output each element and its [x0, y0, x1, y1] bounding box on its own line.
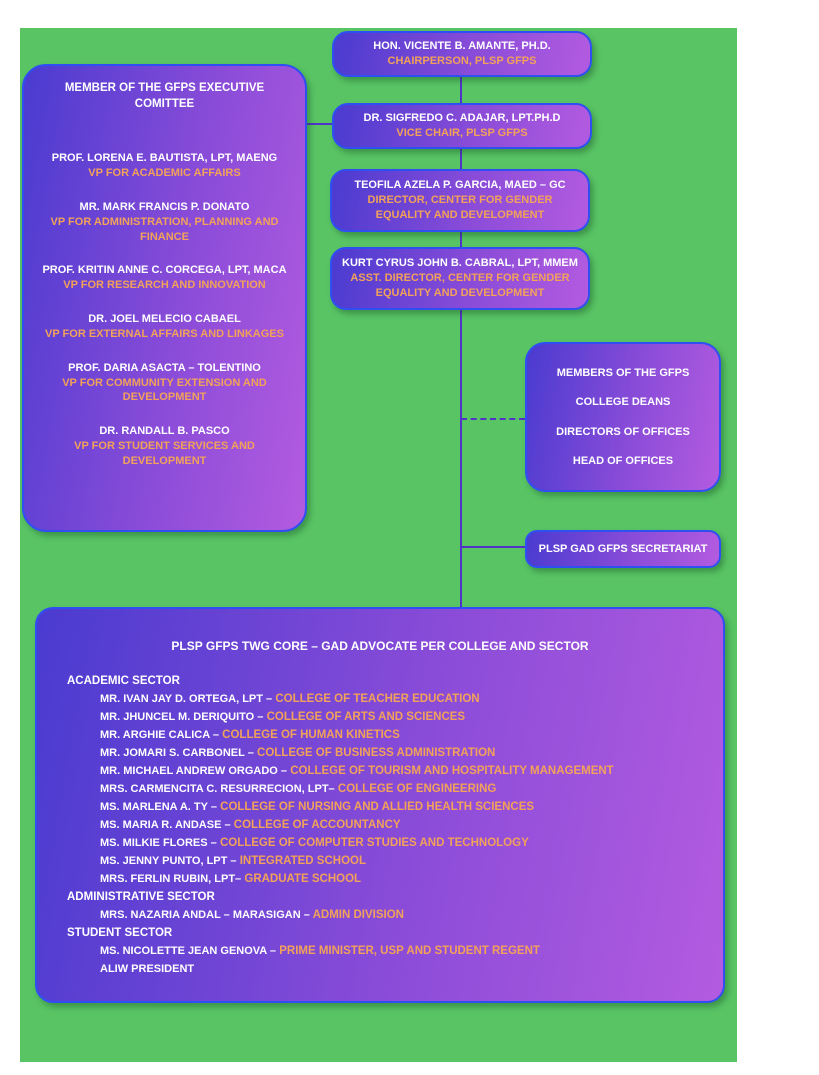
exec-member: PROF. LORENA E. BAUTISTA, LPT, MAENG VP … — [37, 151, 292, 181]
exec-member-name: DR. RANDALL B. PASCO — [99, 425, 230, 438]
vice-chair-node: DR. SIGFREDO C. ADAJAR, LPT.PH.D VICE CH… — [332, 103, 592, 149]
director-title: DIRECTOR, CENTER FOR GENDER EQUALITY AND… — [367, 193, 553, 221]
secretariat-label: PLSP GAD GFPS SECRETARIAT — [538, 542, 708, 555]
twg-item-name: ALIW PRESIDENT — [100, 963, 195, 975]
chairperson-node: HON. VICENTE B. AMANTE, PH.D. CHAIRPERSO… — [332, 31, 592, 77]
twg-section-header: STUDENT SECTOR — [67, 927, 173, 939]
twg-item-college: PRIME MINISTER, USP AND STUDENT REGENT — [279, 945, 540, 957]
twg-section-header: ADMINISTRATIVE SECTOR — [67, 891, 215, 903]
gfps-members-node: MEMBERS OF THE GFPS COLLEGE DEANS DIRECT… — [525, 342, 721, 492]
asst-director-title: ASST. DIRECTOR, CENTER FOR GENDER EQUALI… — [350, 271, 570, 299]
exec-member: DR. RANDALL B. PASCO VP FOR STUDENT SERV… — [37, 424, 292, 469]
chairperson-name: HON. VICENTE B. AMANTE, PH.D. — [373, 40, 551, 52]
exec-member-title: VP FOR STUDENT SERVICES AND DEVELOPMENT — [74, 440, 255, 467]
asst-director-name: KURT CYRUS JOHN B. CABRAL, LPT, MMEM — [342, 257, 578, 269]
chairperson-title: CHAIRPERSON, PLSP GFPS — [387, 54, 537, 67]
twg-item: MS. MARLENA A. TY – COLLEGE OF NURSING A… — [67, 798, 707, 816]
twg-item: MR. JHUNCEL M. DERIQUITO – COLLEGE OF AR… — [67, 708, 707, 726]
twg-item-college: COLLEGE OF NURSING AND ALLIED HEALTH SCI… — [220, 801, 535, 813]
twg-item-name: MR. ARGHIE CALICA – — [100, 729, 219, 741]
gfps-members-item: HEAD OF OFFICES — [572, 454, 674, 467]
twg-item-college: COLLEGE OF ACCOUNTANCY — [233, 819, 401, 831]
twg-item-name: MRS. FERLIN RUBIN, LPT– — [100, 873, 242, 885]
twg-item-name: MRS. CARMENCITA C. RESURRECION, LPT– — [100, 783, 335, 795]
twg-item: MS. JENNY PUNTO, LPT – INTEGRATED SCHOOL — [67, 852, 707, 870]
vice-chair-name: DR. SIGFREDO C. ADAJAR, LPT.PH.D — [363, 112, 561, 124]
exec-member-name: PROF. LORENA E. BAUTISTA, LPT, MAENG — [51, 152, 278, 165]
connector-dashed-to-members — [461, 418, 525, 420]
twg-item-college: COLLEGE OF TOURISM AND HOSPITALITY MANAG… — [290, 765, 614, 777]
exec-member-name: PROF. DARIA ASACTA – TOLENTINO — [68, 361, 261, 374]
twg-item-name: MS. NICOLETTE JEAN GENOVA – — [100, 945, 277, 957]
exec-member-name: MR. MARK FRANCIS P. DONATO — [79, 200, 250, 213]
twg-core-node: PLSP GFPS TWG CORE – GAD ADVOCATE PER CO… — [35, 607, 725, 1003]
director-node: TEOFILA AZELA P. GARCIA, MAED – GC DIREC… — [330, 169, 590, 232]
connector-main-vertical — [460, 70, 462, 609]
twg-item-college: COLLEGE OF ARTS AND SCIENCES — [266, 711, 466, 723]
twg-item: MRS. CARMENCITA C. RESURRECION, LPT– COL… — [67, 780, 707, 798]
twg-item: MRS. NAZARIA ANDAL – MARASIGAN – ADMIN D… — [67, 906, 707, 924]
twg-item-name: MR. JHUNCEL M. DERIQUITO – — [100, 711, 264, 723]
exec-member: DR. JOEL MELECIO CABAEL VP FOR EXTERNAL … — [37, 312, 292, 342]
twg-item-college: GRADUATE SCHOOL — [244, 873, 362, 885]
twg-item-college: COLLEGE OF ENGINEERING — [337, 783, 497, 795]
gfps-members-item: DIRECTORS OF OFFICES — [556, 425, 690, 438]
twg-item-name: MS. JENNY PUNTO, LPT – — [100, 855, 237, 867]
gfps-members-item: COLLEGE DEANS — [575, 396, 671, 409]
exec-member-title: VP FOR RESEARCH AND INNOVATION — [63, 279, 266, 292]
vice-chair-title: VICE CHAIR, PLSP GFPS — [396, 126, 528, 139]
exec-member: PROF. DARIA ASACTA – TOLENTINO VP FOR CO… — [37, 361, 292, 406]
executive-committee-node: MEMBER OF THE GFPS EXECUTIVE COMITTEE PR… — [22, 64, 307, 532]
twg-item-name: MR. MICHAEL ANDREW ORGADO – — [100, 765, 287, 777]
exec-member-title: VP FOR COMMUNITY EXTENSION AND DEVELOPME… — [62, 376, 267, 404]
twg-item-college: INTEGRATED SCHOOL — [239, 855, 367, 867]
exec-member-name: PROF. KRITIN ANNE C. CORCEGA, LPT, MACA — [42, 264, 287, 277]
exec-member-title: VP FOR ACADEMIC AFFAIRS — [88, 167, 241, 180]
twg-title: PLSP GFPS TWG CORE – GAD ADVOCATE PER CO… — [171, 639, 589, 653]
secretariat-node: PLSP GAD GFPS SECRETARIAT — [525, 530, 721, 568]
twg-item-name: MS. MILKIE FLORES – — [100, 837, 217, 849]
twg-item-college: ADMIN DIVISION — [312, 909, 404, 921]
executive-committee-title: MEMBER OF THE GFPS EXECUTIVE COMITTEE — [64, 82, 265, 111]
twg-item-college: COLLEGE OF TEACHER EDUCATION — [275, 693, 480, 705]
twg-item: MRS. FERLIN RUBIN, LPT– GRADUATE SCHOOL — [67, 870, 707, 888]
twg-item-name: MR. JOMARI S. CARBONEL – — [100, 747, 254, 759]
exec-member-title: VP FOR ADMINISTRATION, PLANNING AND FINA… — [50, 215, 279, 243]
twg-item: MS. NICOLETTE JEAN GENOVA – PRIME MINIST… — [67, 942, 707, 960]
twg-item: MS. MILKIE FLORES – COLLEGE OF COMPUTER … — [67, 834, 707, 852]
twg-item: MR. JOMARI S. CARBONEL – COLLEGE OF BUSI… — [67, 744, 707, 762]
twg-body: ACADEMIC SECTOR MR. IVAN JAY D. ORTEGA, … — [53, 672, 707, 978]
exec-member-name: DR. JOEL MELECIO CABAEL — [88, 313, 241, 326]
gfps-members-title: MEMBERS OF THE GFPS — [556, 367, 690, 380]
twg-item: MR. MICHAEL ANDREW ORGADO – COLLEGE OF T… — [67, 762, 707, 780]
connector-exec-to-vicechair — [305, 123, 334, 125]
twg-item-name: MR. IVAN JAY D. ORTEGA, LPT – — [100, 693, 273, 705]
twg-item: MR. IVAN JAY D. ORTEGA, LPT – COLLEGE OF… — [67, 690, 707, 708]
exec-member-title: VP FOR EXTERNAL AFFAIRS AND LINKAGES — [45, 327, 284, 340]
twg-item-college: COLLEGE OF HUMAN KINETICS — [222, 729, 400, 741]
connector-to-secretariat — [461, 546, 525, 548]
exec-member: PROF. KRITIN ANNE C. CORCEGA, LPT, MACA … — [37, 263, 292, 293]
twg-section-header: ACADEMIC SECTOR — [67, 675, 180, 687]
director-name: TEOFILA AZELA P. GARCIA, MAED – GC — [354, 179, 566, 191]
exec-member: MR. MARK FRANCIS P. DONATO VP FOR ADMINI… — [37, 200, 292, 245]
twg-item-college: COLLEGE OF COMPUTER STUDIES AND TECHNOLO… — [219, 837, 529, 849]
twg-item: MR. ARGHIE CALICA – COLLEGE OF HUMAN KIN… — [67, 726, 707, 744]
asst-director-node: KURT CYRUS JOHN B. CABRAL, LPT, MMEM ASS… — [330, 247, 590, 310]
twg-item: MS. MARIA R. ANDASE – COLLEGE OF ACCOUNT… — [67, 816, 707, 834]
twg-item-name: MS. MARLENA A. TY – — [100, 801, 217, 813]
twg-item-name: MRS. NAZARIA ANDAL – MARASIGAN – — [100, 909, 310, 921]
twg-item-name: MS. MARIA R. ANDASE – — [100, 819, 231, 831]
twg-item: ALIW PRESIDENT — [67, 960, 707, 978]
twg-item-college: COLLEGE OF BUSINESS ADMINISTRATION — [257, 747, 496, 759]
